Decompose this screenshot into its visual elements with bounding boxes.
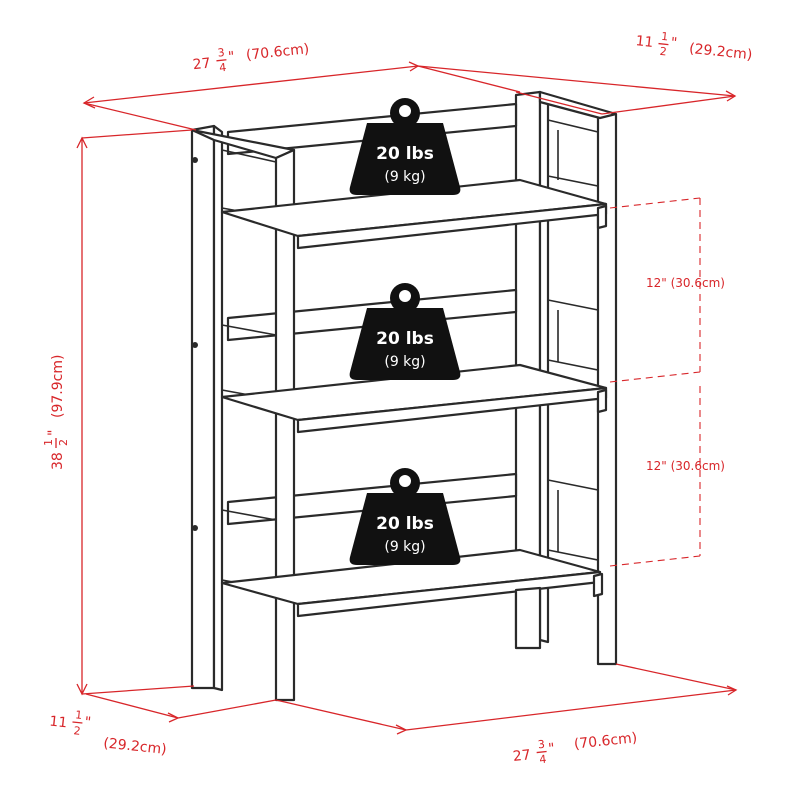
weight-body bbox=[349, 123, 461, 195]
svg-text:1: 1 bbox=[42, 439, 55, 446]
svg-text:11: 11 bbox=[49, 714, 68, 732]
weight-metric-label: (9 kg) bbox=[384, 354, 425, 370]
svg-text:": " bbox=[227, 49, 235, 66]
weight-label: 20 lbs bbox=[376, 144, 434, 164]
svg-text:3: 3 bbox=[217, 46, 225, 60]
svg-text:27: 27 bbox=[192, 55, 211, 73]
svg-text:4: 4 bbox=[219, 61, 227, 75]
weight-label: 20 lbs bbox=[376, 514, 434, 534]
height-label: 38 1 2 " (97.9cm) bbox=[42, 355, 70, 470]
svg-text:(29.2cm): (29.2cm) bbox=[688, 41, 753, 64]
weight-icon: 20 lbs (9 kg) bbox=[349, 468, 461, 565]
svg-text:2: 2 bbox=[57, 439, 70, 446]
svg-text:(70.6cm): (70.6cm) bbox=[245, 41, 310, 64]
weight-handle-hole bbox=[399, 105, 411, 117]
svg-text:3: 3 bbox=[537, 738, 545, 752]
svg-text:(70.6cm): (70.6cm) bbox=[573, 730, 638, 753]
weight-body bbox=[349, 308, 461, 380]
weight-handle-hole bbox=[399, 475, 411, 487]
svg-text:27: 27 bbox=[512, 747, 531, 765]
weight-icon: 20 lbs (9 kg) bbox=[349, 98, 461, 195]
top-width-label: 27 3 4 " (70.6cm) bbox=[192, 41, 310, 75]
weight-handle-hole bbox=[399, 290, 411, 302]
shelf-gap-lower-label: 12" (30.6cm) bbox=[646, 459, 725, 473]
svg-text:": " bbox=[84, 714, 92, 731]
dimension-lines bbox=[76, 61, 738, 735]
svg-text:1: 1 bbox=[75, 708, 83, 722]
svg-text:4: 4 bbox=[539, 753, 547, 767]
svg-text:2: 2 bbox=[73, 724, 81, 738]
bottom-depth-label: 11 1 2 " (29.2cm) bbox=[49, 708, 168, 758]
weight-icons: 20 lbs (9 kg) 20 lbs (9 kg) 20 lbs (9 kg) bbox=[349, 98, 461, 565]
shelf-gap-upper-label: 12" (30.6cm) bbox=[646, 276, 725, 290]
svg-text:": " bbox=[46, 430, 62, 436]
svg-text:": " bbox=[670, 35, 678, 52]
svg-text:38: 38 bbox=[50, 452, 66, 470]
bottom-width-label: 27 3 4 " (70.6cm) bbox=[512, 730, 638, 767]
svg-text:2: 2 bbox=[659, 45, 667, 59]
svg-text:1: 1 bbox=[661, 30, 669, 44]
weight-icon: 20 lbs (9 kg) bbox=[349, 283, 461, 380]
svg-text:(97.9cm): (97.9cm) bbox=[50, 355, 66, 418]
top-depth-label: 11 1 2 " (29.2cm) bbox=[635, 30, 753, 64]
weight-metric-label: (9 kg) bbox=[384, 169, 425, 185]
weight-body bbox=[349, 493, 461, 565]
weight-metric-label: (9 kg) bbox=[384, 539, 425, 555]
svg-text:(29.2cm): (29.2cm) bbox=[103, 735, 168, 758]
svg-text:": " bbox=[548, 741, 556, 758]
weight-label: 20 lbs bbox=[376, 329, 434, 349]
bookshelf-illustration bbox=[190, 90, 618, 702]
svg-text:11: 11 bbox=[635, 33, 654, 51]
